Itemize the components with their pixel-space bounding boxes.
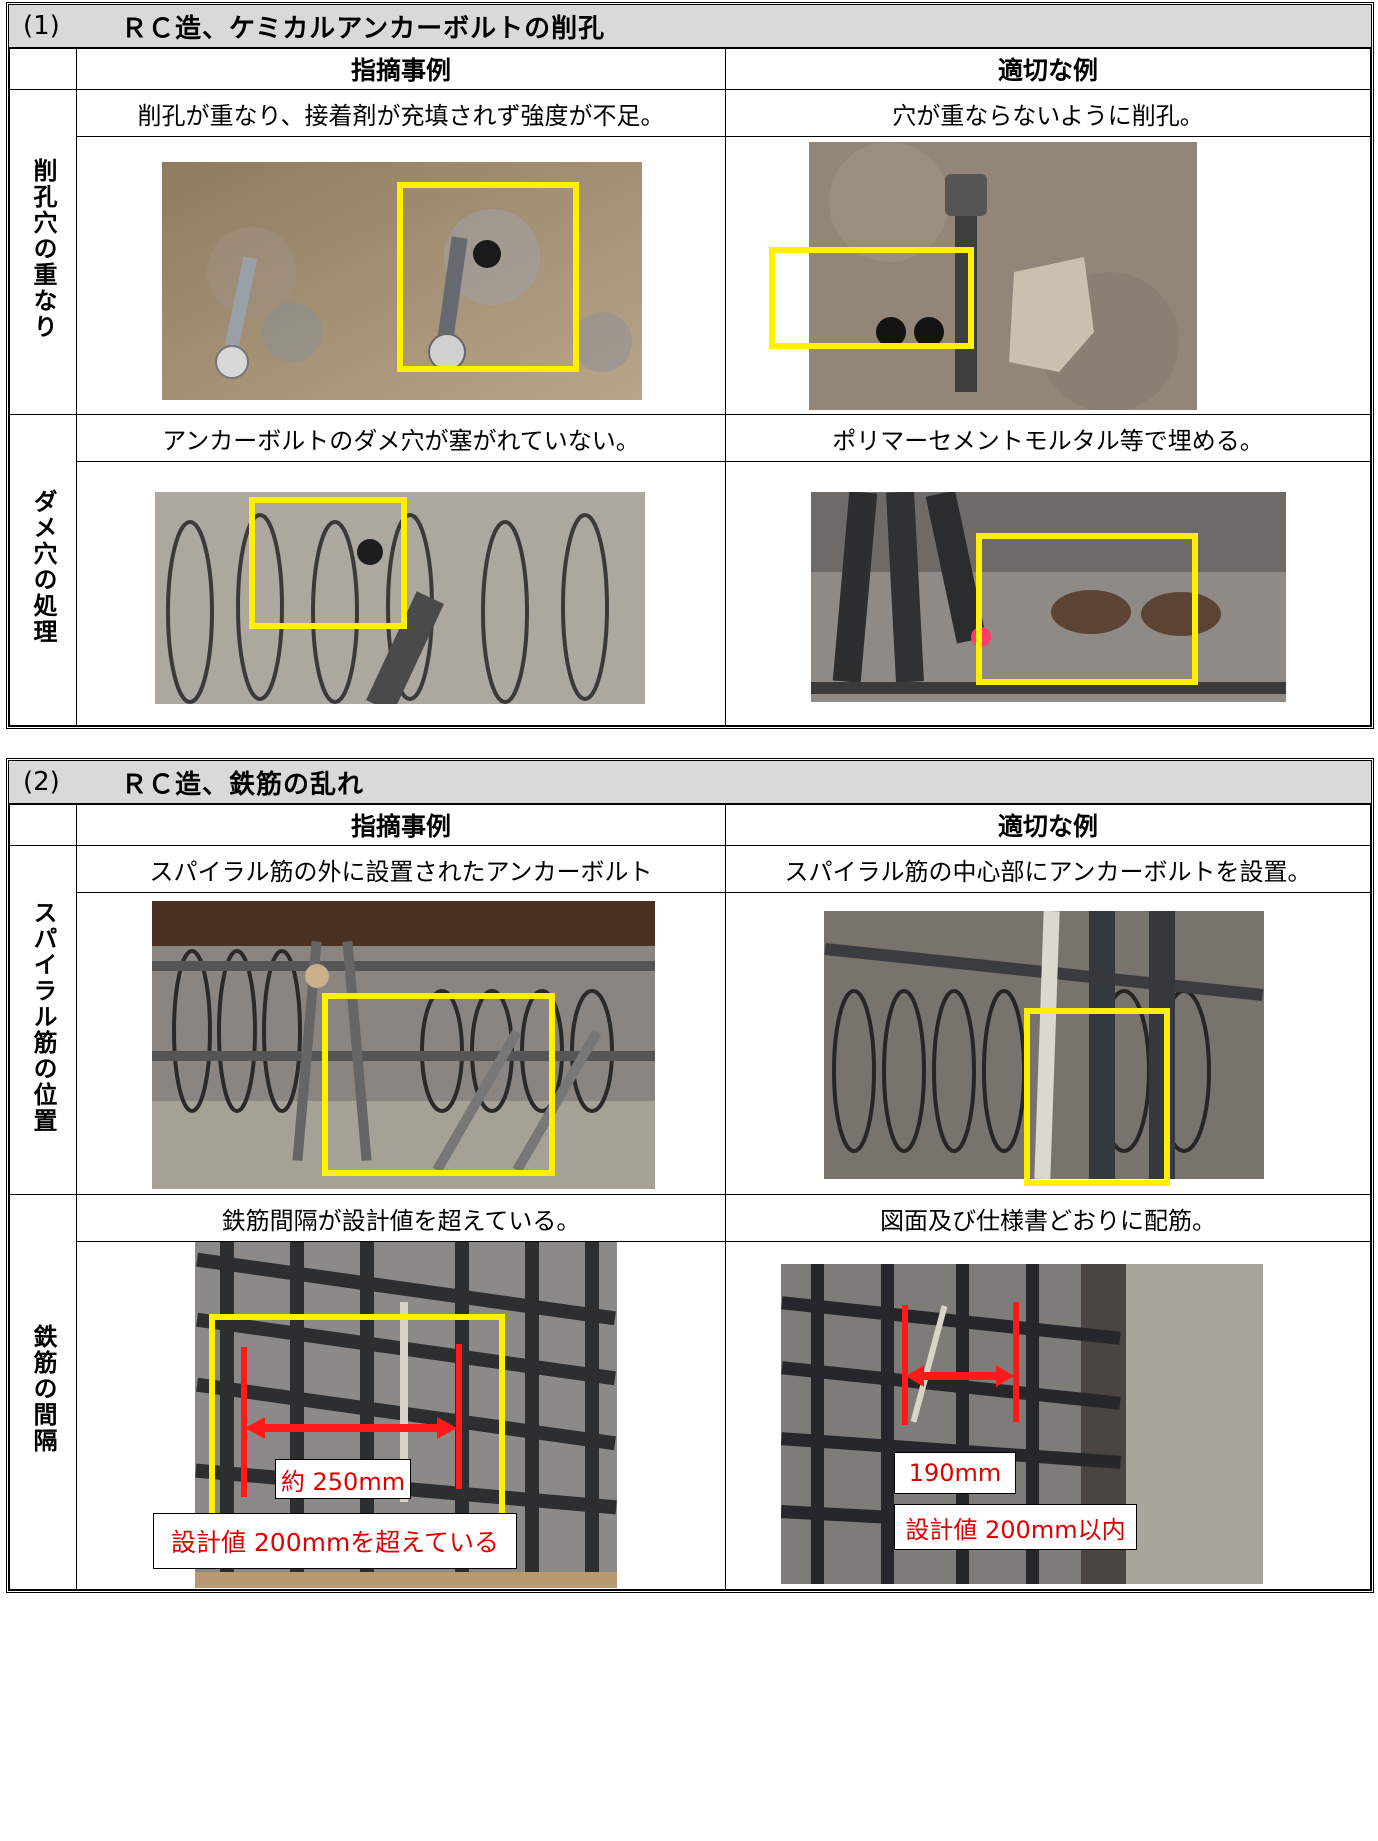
corner-cell	[9, 804, 77, 846]
good-photo-cell: 190mm 設計値 200mm以内	[725, 1241, 1371, 1590]
section-2-title: ＲＣ造、鉄筋の乱れ	[121, 769, 365, 800]
measure-line-right	[456, 1344, 462, 1489]
row-label-hole-overlap: 削孔穴の重なり	[9, 89, 77, 415]
good-photo-cell	[725, 136, 1371, 415]
section-1: (1) ＲＣ造、ケミカルアンカーボルトの削孔 指摘事例 適切な例 削孔穴の重なり…	[6, 2, 1374, 729]
photo-bolt-center-spiral	[824, 911, 1264, 1179]
measure-label: 約 250mm	[275, 1459, 411, 1499]
bad-caption: スパイラル筋の外に設置されたアンカーボルト	[76, 845, 726, 893]
good-caption: ポリマーセメントモルタル等で埋める。	[725, 414, 1371, 462]
measure-line-right	[1013, 1302, 1019, 1422]
measure-arrow	[245, 1417, 457, 1439]
measure-line-left	[241, 1347, 247, 1497]
highlight-box	[976, 533, 1198, 685]
good-caption: 穴が重ならないように削孔。	[725, 89, 1371, 137]
row-label-rebar-spacing: 鉄筋の間隔	[9, 1194, 77, 1590]
bad-photo-cell: 約 250mm 設計値 200mmを超えている	[76, 1241, 726, 1590]
highlight-box	[249, 497, 407, 629]
row-label-reject-hole: ダメ穴の処理	[9, 414, 77, 726]
photo-open-reject-hole	[155, 492, 645, 704]
column-header-good: 適切な例	[725, 804, 1371, 846]
measure-arrow	[906, 1365, 1014, 1387]
bad-photo-cell	[76, 136, 726, 415]
column-header-good: 適切な例	[725, 48, 1371, 90]
bad-caption: 削孔が重なり、接着剤が充填されず強度が不足。	[76, 89, 726, 137]
row-label-spiral-position: スパイラル筋の位置	[9, 845, 77, 1195]
spiral-rebar-photo-graphic	[152, 901, 655, 1189]
section-1-table: 指摘事例 適切な例 削孔穴の重なり 削孔が重なり、接着剤が充填されず強度が不足。…	[9, 48, 1371, 726]
photo-filled-hole	[811, 492, 1286, 702]
measure-label: 190mm	[894, 1452, 1016, 1494]
measure-line-left	[902, 1305, 908, 1425]
highlight-box	[322, 993, 555, 1176]
bad-photo-cell	[76, 892, 726, 1195]
highlight-box	[397, 182, 579, 372]
photo-separate-holes	[809, 142, 1197, 410]
section-1-header: (1) ＲＣ造、ケミカルアンカーボルトの削孔	[9, 5, 1371, 48]
design-note: 設計値 200mmを超えている	[153, 1513, 517, 1569]
bad-caption: アンカーボルトのダメ穴が塞がれていない。	[76, 414, 726, 462]
filled-hole-photo-graphic	[811, 492, 1286, 702]
bad-caption: 鉄筋間隔が設計値を超えている。	[76, 1194, 726, 1242]
good-photo-cell	[725, 892, 1371, 1195]
photo-bolt-outside-spiral	[152, 901, 655, 1189]
spiral-rebar-photo-graphic	[155, 492, 645, 704]
anchor-bolt-photo-graphic	[809, 142, 1197, 410]
section-1-number: (1)	[23, 11, 60, 41]
corner-cell	[9, 48, 77, 90]
good-caption: 図面及び仕様書どおりに配筋。	[725, 1194, 1371, 1242]
section-1-title: ＲＣ造、ケミカルアンカーボルトの削孔	[121, 13, 606, 44]
design-note: 設計値 200mm以内	[894, 1504, 1137, 1550]
column-header-bad: 指摘事例	[76, 48, 726, 90]
bad-photo-cell	[76, 461, 726, 726]
good-photo-cell	[725, 461, 1371, 726]
good-caption: スパイラル筋の中心部にアンカーボルトを設置。	[725, 845, 1371, 893]
section-2-header: (2) ＲＣ造、鉄筋の乱れ	[9, 761, 1371, 804]
spiral-rebar-photo-graphic	[824, 911, 1264, 1179]
section-2-table: 指摘事例 適切な例 スパイラル筋の位置 スパイラル筋の外に設置されたアンカーボル…	[9, 804, 1371, 1590]
section-2-number: (2)	[23, 767, 60, 797]
highlight-box	[769, 247, 974, 349]
highlight-box	[1024, 1008, 1170, 1186]
section-2: (2) ＲＣ造、鉄筋の乱れ 指摘事例 適切な例 スパイラル筋の位置 スパイラル筋…	[6, 758, 1374, 1593]
column-header-bad: 指摘事例	[76, 804, 726, 846]
